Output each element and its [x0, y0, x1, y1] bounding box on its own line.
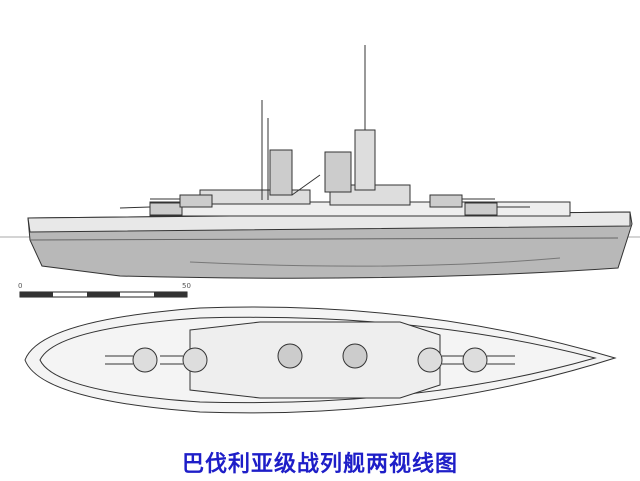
side-profile-view	[0, 45, 640, 279]
caption: 巴伐利亚级战列舰两视线图	[181, 452, 458, 477]
scale-bar	[19, 291, 188, 298]
scale-start-label: 0	[18, 282, 23, 290]
scale-end-label: 50	[182, 282, 191, 290]
plan-top-view	[24, 306, 617, 414]
